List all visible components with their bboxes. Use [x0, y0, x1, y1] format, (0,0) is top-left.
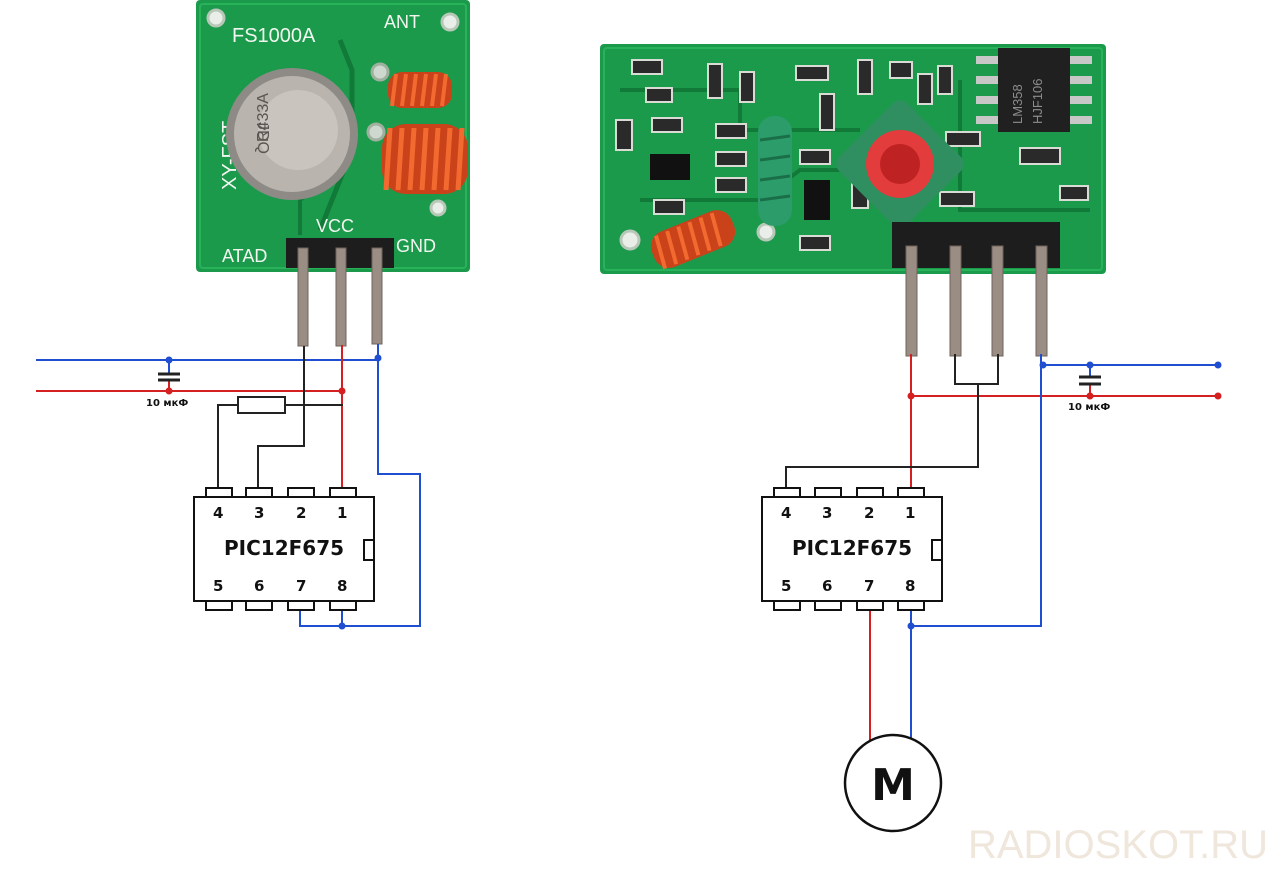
- right-chip-pin-7: 7: [864, 577, 874, 595]
- left-pullup-resistor: [237, 396, 286, 414]
- receiver-pin-data-1: [949, 245, 962, 357]
- right-chip-notch: [931, 539, 943, 561]
- smd-transistor: [650, 154, 690, 180]
- receiver-op-amp: LM358 HJF106: [976, 48, 1092, 132]
- mounting-hole: [429, 199, 447, 217]
- saw-resonator: R433A JDQ: [226, 68, 358, 200]
- right-chip-body: [761, 496, 943, 602]
- op-amp-label-1: LM358: [1010, 84, 1025, 124]
- right-chip-pin-6: 6: [822, 577, 832, 595]
- watermark-text: RADIOSKOT.RU: [968, 823, 1268, 867]
- receiver-module: LM358 HJF106: [600, 44, 1106, 357]
- receiver-pin-header: [892, 222, 1060, 268]
- mounting-hole: [756, 222, 776, 242]
- right-chip-pin-8: 8: [905, 577, 915, 595]
- transmitter-pin-data: [297, 247, 309, 347]
- left-data-wire: [257, 346, 305, 490]
- right-chip-pin-5: 5: [781, 577, 791, 595]
- receiver-pin-gnd: [1035, 245, 1048, 357]
- right-gnd-wire: [910, 354, 1042, 627]
- transmitter-pin-vcc: [335, 247, 347, 347]
- left-chip-pin-1: 1: [337, 504, 347, 522]
- left-chip-body: [193, 496, 375, 602]
- transmitter-ant-label: ANT: [384, 12, 420, 32]
- left-chip-pin-3: 3: [254, 504, 264, 522]
- right-data-wire: [954, 354, 999, 385]
- left-chip-name: PIC12F675: [224, 536, 344, 560]
- right-junctions: [907, 361, 1222, 630]
- receiver-pin-data-2: [991, 245, 1004, 357]
- transmitter-gnd-label: GND: [396, 236, 436, 256]
- right-capacitor: [1079, 375, 1101, 386]
- left-chip-pin-7: 7: [296, 577, 306, 595]
- left-gnd-wire: [299, 344, 421, 627]
- left-chip-pin-8: 8: [337, 577, 347, 595]
- left-chip-pin-6: 6: [254, 577, 264, 595]
- left-chip-pin-2: 2: [296, 504, 306, 522]
- transmitter-data-label: ATAD: [222, 246, 267, 266]
- mounting-hole: [206, 8, 226, 28]
- right-pic-chip: 4 3 2 1 PIC12F675 5 6 7 8: [761, 487, 943, 611]
- green-inductor: [758, 116, 792, 226]
- right-chip-pin-2: 2: [864, 504, 874, 522]
- left-pic-chip: 4 3 2 1 PIC12F675 5 6 7 8: [193, 487, 375, 611]
- antenna-coil-large: [382, 124, 468, 194]
- left-chip-pin-4: 4: [213, 504, 223, 522]
- transmitter-vcc-label: VCC: [316, 216, 354, 236]
- left-chip-notch: [363, 539, 375, 561]
- right-capacitor-label: 10 мкФ: [1068, 402, 1110, 413]
- antenna-coil-small: [388, 72, 452, 108]
- motor-circle: [843, 733, 943, 833]
- left-capacitor: [158, 372, 180, 382]
- left-wiring: [36, 344, 421, 627]
- left-resistor-wire: [217, 404, 238, 490]
- receiver-pin-vcc: [905, 245, 918, 357]
- resonator-label-2: JDQ: [254, 122, 271, 154]
- receiver-coil: [650, 210, 736, 270]
- motor: M: [843, 733, 943, 833]
- tuning-coil: [836, 100, 964, 228]
- left-capacitor-label: 10 мкФ: [146, 398, 188, 409]
- right-chip-name: PIC12F675: [792, 536, 912, 560]
- left-chip-pin-5: 5: [213, 577, 223, 595]
- right-chip-pin-4: 4: [781, 504, 791, 522]
- motor-label: M: [871, 760, 915, 811]
- transmitter-model-label: FS1000A: [232, 25, 316, 47]
- resonator-label-1: R433A: [255, 93, 272, 142]
- mounting-hole: [619, 229, 641, 251]
- smd-transistor: [804, 180, 830, 220]
- right-chip-pin-1: 1: [905, 504, 915, 522]
- left-junctions: [165, 354, 382, 630]
- transmitter-module: FS1000A ANT XY-FST ATAD VCC GND R433A JD…: [196, 0, 470, 347]
- right-chip-pin-3: 3: [822, 504, 832, 522]
- transmitter-pin-gnd: [371, 247, 383, 345]
- op-amp-label-2: HJF106: [1030, 78, 1045, 124]
- mounting-hole: [440, 12, 460, 32]
